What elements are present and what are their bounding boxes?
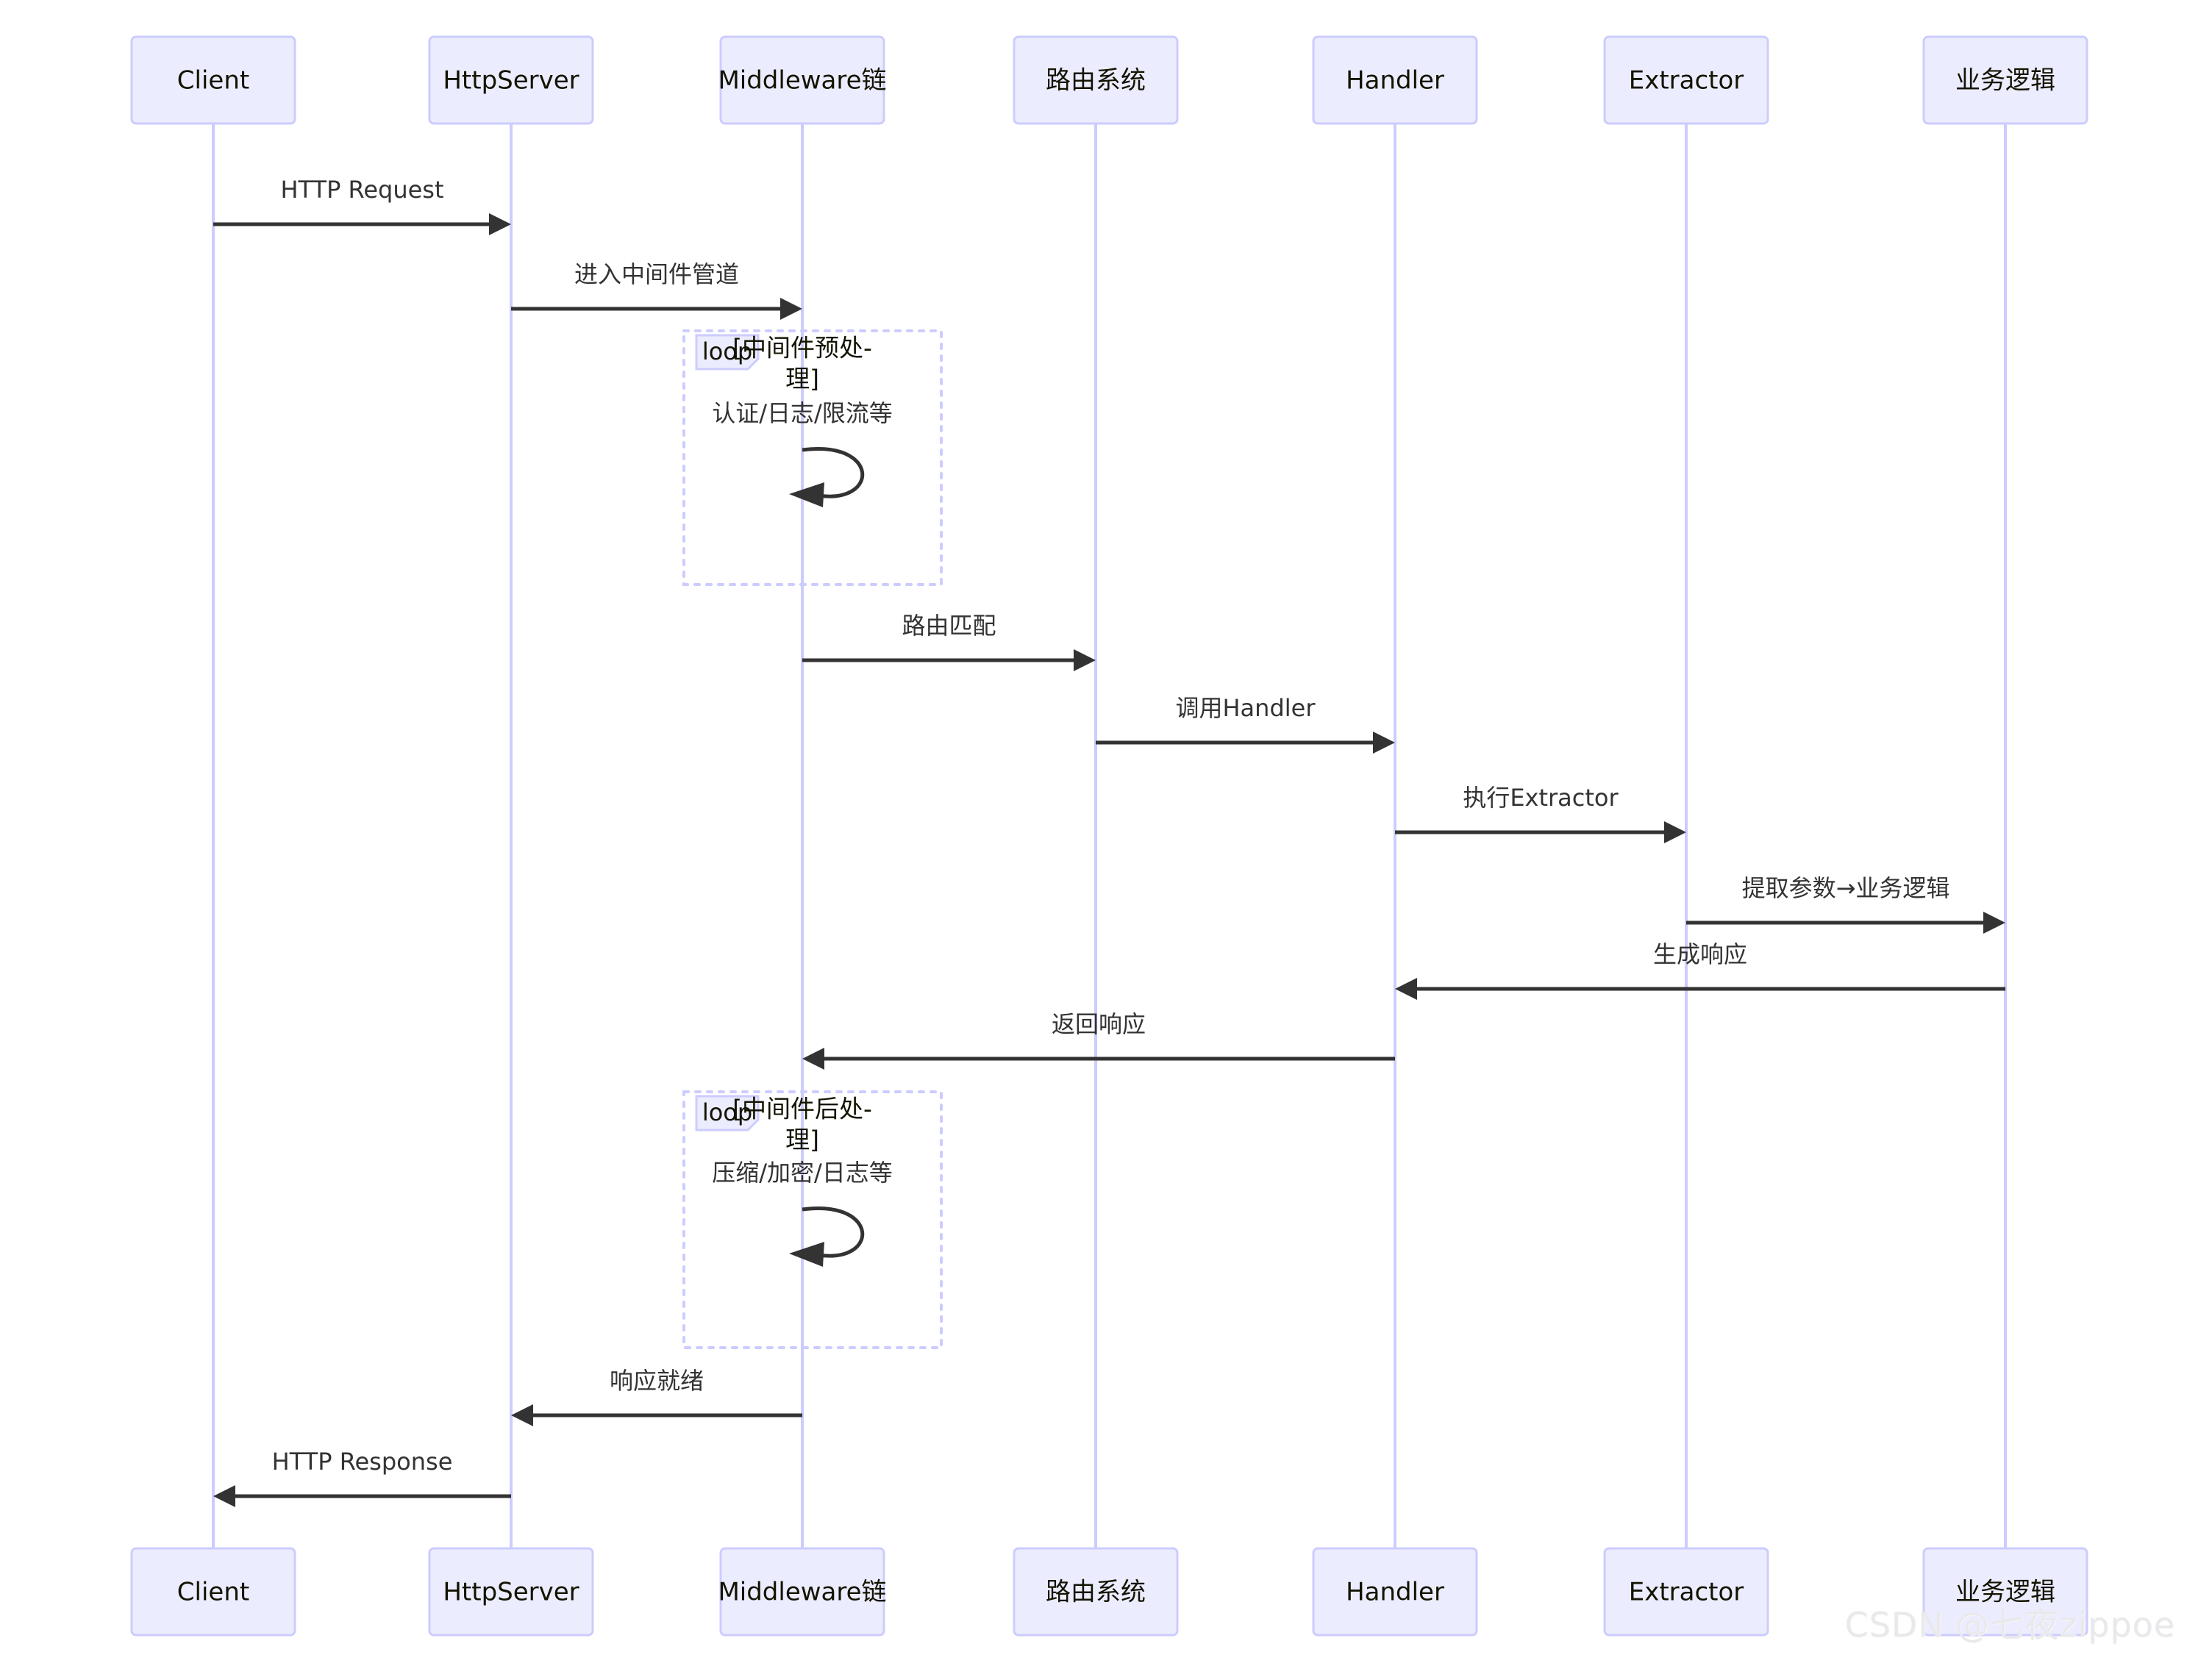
message-label-1: HTTP Request xyxy=(280,176,443,204)
message-arrowhead-7 xyxy=(1395,978,1417,1000)
loop-blocks-group: loop[中间件预处-理]认证/日志/限流等loop[中间件后处-理]压缩/加密… xyxy=(682,329,943,1349)
loop-tag-shape-loop-post xyxy=(695,1095,760,1131)
message-8: 返回响应 xyxy=(802,1010,1395,1070)
message-label-9: 响应就绪 xyxy=(610,1367,704,1395)
loop-block-loop-pre: loop[中间件预处- 理] 认证/日志/限流等 xyxy=(682,329,943,586)
message-2: 进入中间件管道 xyxy=(511,260,802,320)
message-10: HTTP Response xyxy=(213,1448,511,1507)
loop-frame-loop-post xyxy=(682,1090,943,1349)
loop-tag-label-loop-post: loop xyxy=(702,1098,752,1126)
actor-top-business[interactable]: 业务逻辑 xyxy=(1922,35,2088,125)
actor-bottom-client[interactable]: Client xyxy=(130,1547,296,1637)
message-label-4: 调用Handler xyxy=(1175,694,1316,722)
actor-boxes-bottom: Client HttpServer Middleware链 路由系统 Handler Ex… xyxy=(130,1547,2088,1637)
actor-bottom-handler[interactable]: Handler xyxy=(1312,1547,1478,1637)
actor-box-httpserver xyxy=(428,1547,594,1637)
actor-boxes-top: Client HttpServer Middleware链 路由系统 Handler Ex… xyxy=(130,35,2088,125)
loop-self-arc-loop-pre xyxy=(802,447,865,498)
loop-self-message-label-loop-pre: 认证/日志/限流等 xyxy=(712,399,893,427)
loop-self-arrowhead-loop-post xyxy=(789,1242,824,1267)
message-arrowhead-2 xyxy=(780,298,802,320)
lifelines-group xyxy=(212,124,2007,1548)
actor-label-business: 业务逻辑 xyxy=(1955,66,2055,96)
actor-top-handler[interactable]: Handler xyxy=(1312,35,1478,125)
actor-box-business xyxy=(1922,1547,2088,1637)
actor-bottom-middleware[interactable]: Middleware链 xyxy=(718,1547,887,1637)
watermark: CSDN @七夜zippoe xyxy=(1844,1605,2175,1645)
loop-title-line-loop-pre: 理] xyxy=(785,365,819,393)
actor-box-client xyxy=(130,35,296,125)
actor-label-httpserver: HttpServer xyxy=(443,1578,579,1607)
actor-label-httpserver: HttpServer xyxy=(443,66,579,96)
loop-self-arrowhead-loop-pre xyxy=(789,482,824,507)
message-label-8: 返回响应 xyxy=(1052,1010,1146,1038)
actor-top-middleware[interactable]: Middleware链 xyxy=(718,35,887,125)
actor-label-middleware: Middleware链 xyxy=(718,1578,886,1607)
message-1: HTTP Request xyxy=(213,176,511,235)
actor-label-extractor: Extractor xyxy=(1629,1578,1744,1607)
actor-label-client: Client xyxy=(177,1578,249,1607)
message-label-5: 执行Extractor xyxy=(1463,784,1619,812)
actor-bottom-extractor[interactable]: Extractor xyxy=(1603,1547,1769,1637)
actor-label-router: 路由系统 xyxy=(1046,1578,1146,1607)
message-arrowhead-6 xyxy=(1983,912,2005,934)
actor-top-httpserver[interactable]: HttpServer xyxy=(428,35,594,125)
actor-box-router xyxy=(1013,1547,1179,1637)
actor-label-client: Client xyxy=(177,66,249,96)
actor-box-extractor xyxy=(1603,35,1769,125)
message-5: 执行Extractor xyxy=(1395,784,1686,843)
message-arrowhead-8 xyxy=(802,1048,824,1070)
message-label-7: 生成响应 xyxy=(1653,940,1747,968)
message-3: 路由匹配 xyxy=(802,612,1096,671)
actor-label-handler: Handler xyxy=(1346,66,1444,96)
actor-box-handler xyxy=(1312,35,1478,125)
actor-box-client xyxy=(130,1547,296,1637)
loop-self-message-label-loop-post: 压缩/加密/日志等 xyxy=(712,1159,893,1187)
loop-tag-label-loop-pre: loop xyxy=(702,337,752,365)
loop-frame-loop-pre xyxy=(682,329,943,586)
actor-label-middleware: Middleware链 xyxy=(718,66,886,96)
actor-top-router[interactable]: 路由系统 xyxy=(1013,35,1179,125)
message-label-10: HTTP Response xyxy=(272,1448,453,1476)
actor-label-business: 业务逻辑 xyxy=(1955,1578,2055,1607)
message-6: 提取参数→业务逻辑 xyxy=(1686,874,2005,934)
message-arrowhead-4 xyxy=(1373,732,1395,754)
loop-block-loop-post: loop[中间件后处- 理] 压缩/加密/日志等 xyxy=(682,1090,943,1349)
actor-bottom-httpserver[interactable]: HttpServer xyxy=(428,1547,594,1637)
message-9: 响应就绪 xyxy=(511,1367,802,1426)
message-4: 调用Handler xyxy=(1096,694,1395,754)
actor-box-router xyxy=(1013,35,1179,125)
actor-box-handler xyxy=(1312,1547,1478,1637)
actor-box-httpserver xyxy=(428,35,594,125)
actor-label-handler: Handler xyxy=(1346,1578,1444,1607)
actor-top-client[interactable]: Client xyxy=(130,35,296,125)
message-label-2: 进入中间件管道 xyxy=(574,260,739,288)
actor-bottom-router[interactable]: 路由系统 xyxy=(1013,1547,1179,1637)
actor-box-extractor xyxy=(1603,1547,1769,1637)
actor-label-router: 路由系统 xyxy=(1046,66,1146,96)
message-label-3: 路由匹配 xyxy=(902,612,996,640)
loop-self-arc-loop-post xyxy=(802,1206,865,1258)
loop-title-line-loop-post: [中间件后处- xyxy=(732,1095,872,1123)
message-label-6: 提取参数→业务逻辑 xyxy=(1742,874,1950,902)
loop-title-line-loop-pre: [中间件预处- xyxy=(732,334,872,362)
loop-title-line-loop-post: 理] xyxy=(785,1126,819,1154)
actor-top-extractor[interactable]: Extractor xyxy=(1603,35,1769,125)
message-7: 生成响应 xyxy=(1395,940,2005,1000)
message-arrowhead-1 xyxy=(489,213,511,235)
message-arrowhead-5 xyxy=(1664,821,1686,843)
actor-box-business xyxy=(1922,35,2088,125)
message-arrowhead-3 xyxy=(1074,649,1096,671)
loop-tag-shape-loop-pre xyxy=(695,334,760,371)
actor-box-middleware xyxy=(719,1547,885,1637)
actor-box-middleware xyxy=(719,35,885,125)
actor-bottom-business[interactable]: 业务逻辑 xyxy=(1922,1547,2088,1637)
message-arrowhead-9 xyxy=(511,1404,533,1426)
actor-label-extractor: Extractor xyxy=(1629,66,1744,96)
message-arrowhead-10 xyxy=(213,1485,235,1507)
